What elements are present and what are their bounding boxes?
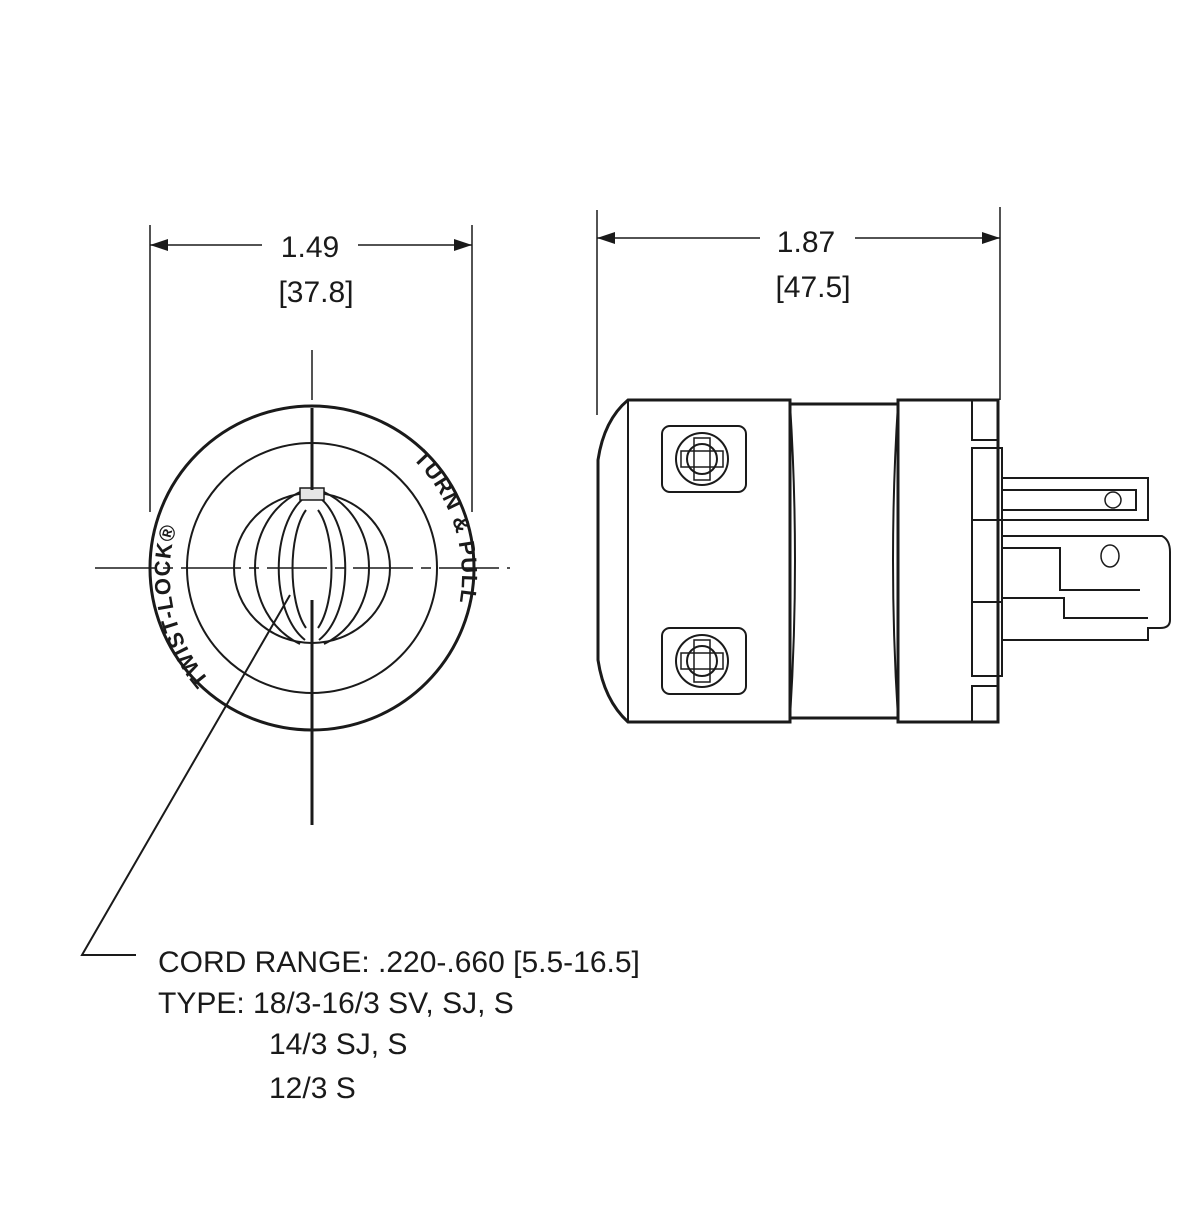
side-view: 1.87 [47.5] <box>596 207 1171 724</box>
plug-body-rear-section <box>896 398 1000 724</box>
ring-text-twist-lock: TWIST-LOCK® <box>150 521 214 692</box>
side-length-mm: [47.5] <box>775 271 850 304</box>
cord-range-text: CORD RANGE: .220-.660 [5.5-16.5] <box>158 946 640 979</box>
side-length-in: 1.87 <box>777 226 835 259</box>
cord-type-line-2: 14/3 SJ, S <box>269 1028 407 1061</box>
cord-type-text: TYPE: 18/3-16/3 SV, SJ, S <box>158 987 514 1020</box>
cord-type-line-3: 12/3 S <box>269 1072 356 1105</box>
front-width-in: 1.49 <box>281 231 339 264</box>
plug-body-front-section <box>596 398 792 724</box>
plug-blades <box>971 447 1171 677</box>
front-width-mm: [37.8] <box>278 276 353 309</box>
terminal-screw-bottom <box>661 627 747 695</box>
ring-text-turn-pull: TURN & PULL <box>409 445 482 606</box>
terminal-screw-top <box>661 425 747 493</box>
cord-note: CORD RANGE: .220-.660 [5.5-16.5] TYPE: 1… <box>80 594 640 1105</box>
cord-note-leader <box>80 594 291 956</box>
plug-body-mid-section <box>790 402 900 720</box>
front-view: 1.49 [37.8] TWIST-LOCK® TURN & PULL <box>95 225 510 825</box>
